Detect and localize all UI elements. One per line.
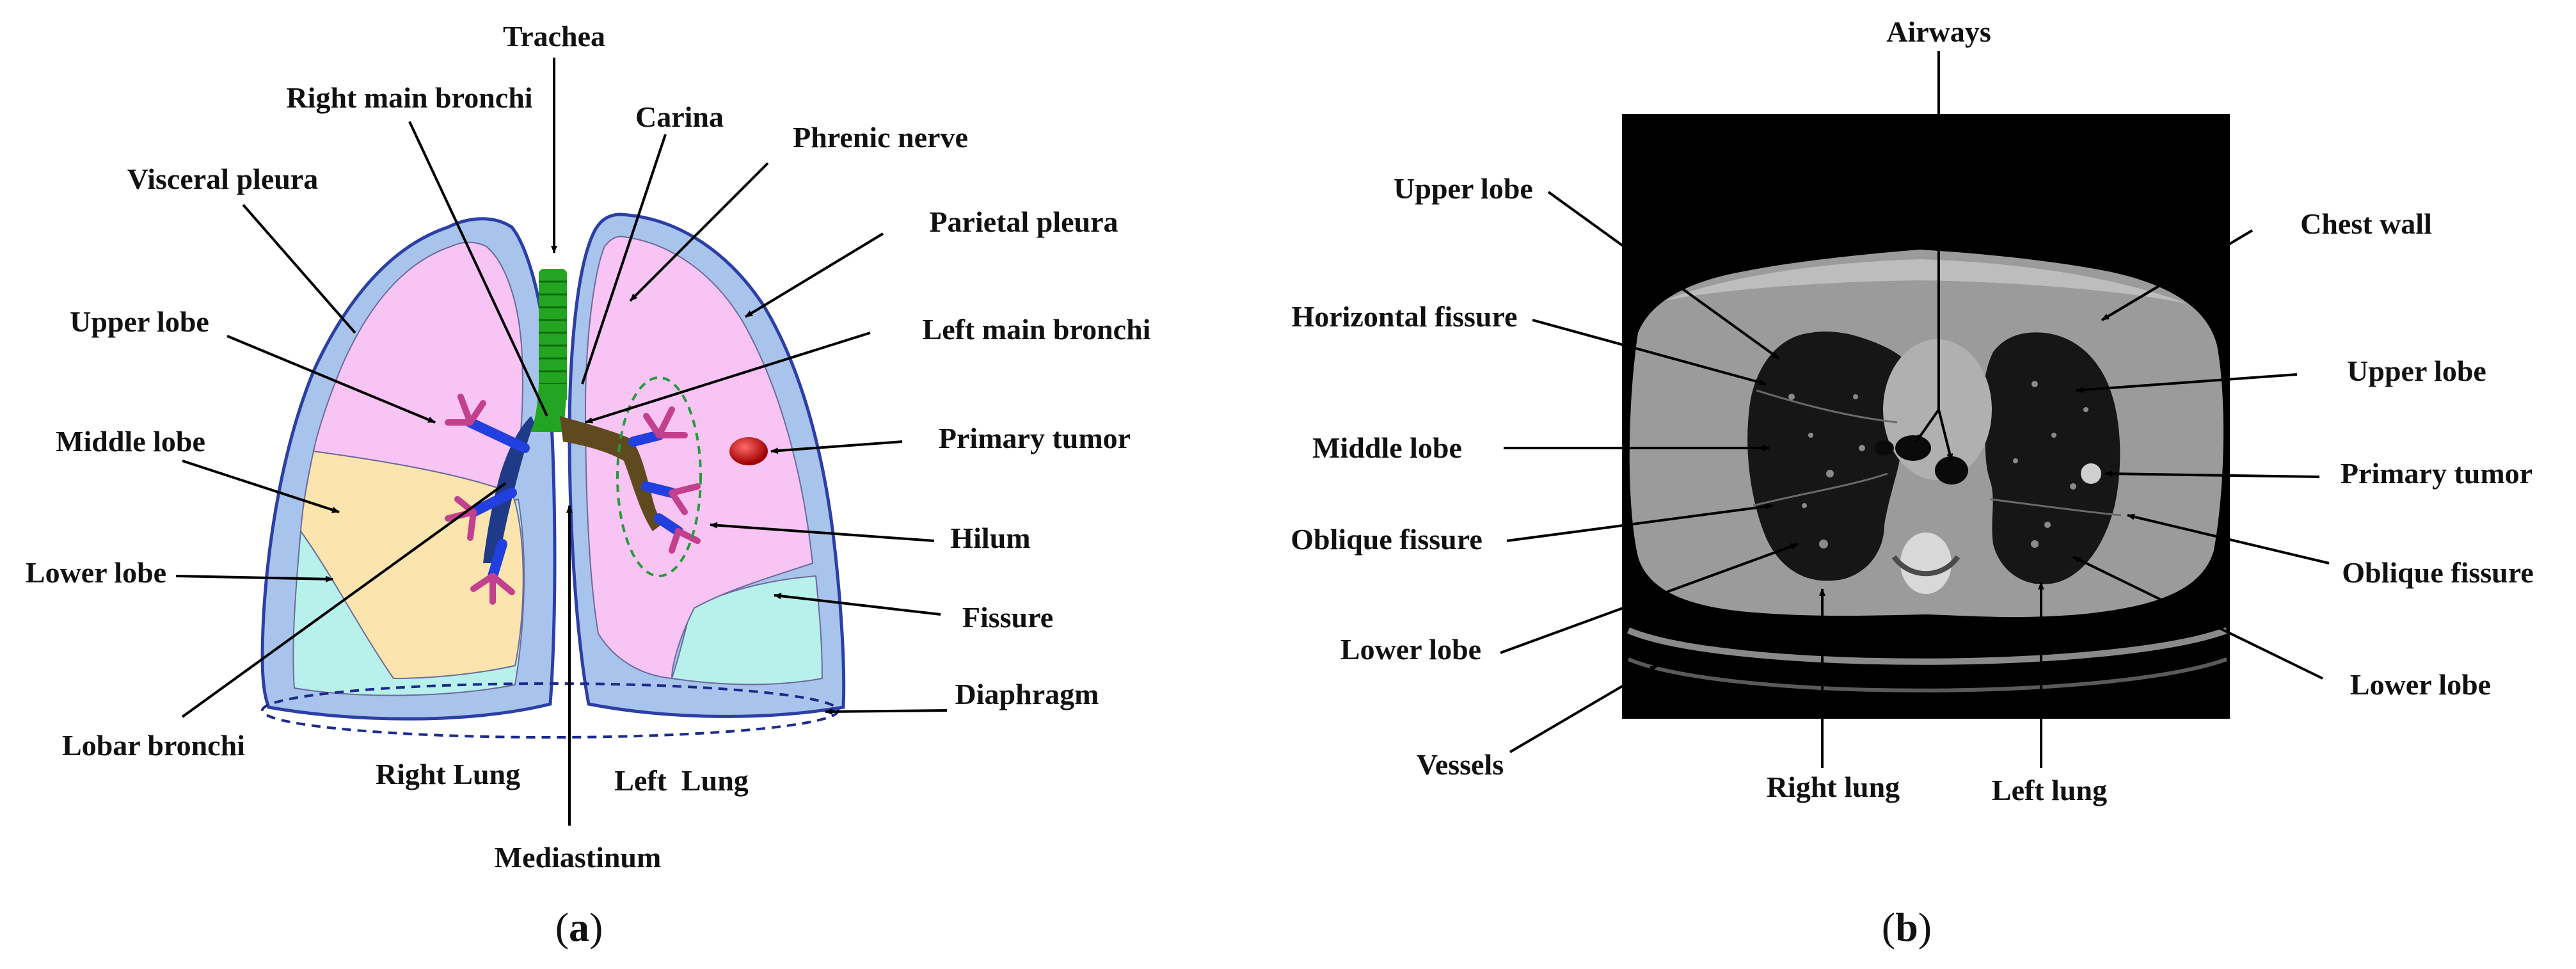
label-trachea: Trachea	[503, 20, 605, 52]
label-left-lung-b: Left lung	[1992, 774, 2107, 806]
label-primary-tumor-a: Primary tumor	[939, 422, 1131, 454]
lobar-bronchi-shapes	[465, 417, 683, 581]
label-phrenic-nerve: Phrenic nerve	[793, 121, 968, 154]
ct-left-lung	[1982, 332, 2120, 584]
panel-b-leader-arrows	[1500, 51, 2330, 768]
label-hilum: Hilum	[950, 522, 1030, 554]
label-mediastinum: Mediastinum	[495, 841, 662, 874]
label-lower-lobe-b-right: Lower lobe	[1340, 633, 1481, 666]
ct-spine	[1900, 533, 1952, 594]
label-right-lung-a: Right Lung	[376, 758, 520, 790]
panel-a: Trachea Right main bronchi Carina Phreni…	[26, 20, 1151, 950]
bronchial-branches	[445, 394, 701, 605]
ct-lung-vessels	[1788, 381, 2088, 549]
caption-a: (a)	[555, 904, 603, 950]
label-right-lung-b: Right lung	[1767, 771, 1900, 803]
label-lobar-bronchi: Lobar bronchi	[62, 729, 245, 762]
label-visceral-pleura: Visceral pleura	[127, 163, 319, 195]
panel-a-leader-arrows	[175, 58, 948, 826]
label-parietal-pleura: Parietal pleura	[929, 205, 1118, 238]
label-middle-lobe-b: Middle lobe	[1312, 431, 1462, 464]
label-left-lung-a: Left Lung	[614, 764, 749, 797]
trachea-shape	[531, 269, 567, 432]
label-left-main-bronchi: Left main bronchi	[923, 313, 1151, 346]
label-lower-lobe-a: Lower lobe	[26, 556, 166, 589]
hilum-outline	[616, 376, 702, 577]
label-fissure: Fissure	[962, 601, 1053, 634]
ct-right-lung	[1747, 331, 1913, 581]
left-lung-upper-lobe	[584, 236, 814, 680]
left-main-bronchus-shape	[560, 416, 665, 531]
label-carina: Carina	[635, 100, 724, 133]
panel-b: Airways Upper lobe Chest wall Horizontal…	[1291, 15, 2534, 950]
label-chest-wall: Chest wall	[2300, 207, 2432, 240]
label-primary-tumor-b: Primary tumor	[2341, 457, 2532, 490]
label-lower-lobe-b-left: Lower lobe	[2350, 668, 2491, 701]
left-lung-lower-lobe	[671, 575, 823, 685]
label-diaphragm: Diaphragm	[955, 678, 1099, 710]
label-right-main-bronchi: Right main bronchi	[286, 81, 532, 114]
label-oblique-fissure-b-left: Oblique fissure	[2342, 556, 2534, 589]
label-upper-lobe-a: Upper lobe	[70, 305, 209, 338]
right-lung-upper-lobe	[312, 241, 523, 494]
caption-b: (b)	[1882, 904, 1932, 950]
label-vessels: Vessels	[1417, 748, 1504, 781]
label-upper-lobe-b-left: Upper lobe	[2347, 355, 2486, 387]
label-horizontal-fissure: Horizontal fissure	[1291, 300, 1517, 333]
label-oblique-fissure-b-right: Oblique fissure	[1291, 523, 1483, 556]
primary-tumor-shape	[729, 437, 768, 465]
ct-primary-tumor	[2081, 463, 2101, 484]
label-airways: Airways	[1886, 15, 1991, 48]
label-upper-lobe-b-right: Upper lobe	[1394, 172, 1533, 205]
label-middle-lobe-a: Middle lobe	[56, 425, 205, 458]
